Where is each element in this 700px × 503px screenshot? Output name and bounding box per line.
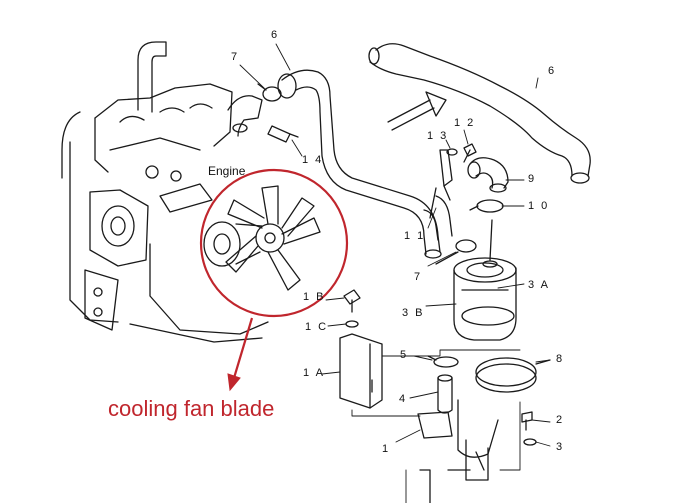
label-3B: 3 B — [402, 307, 425, 319]
leader-lines — [239, 43, 551, 447]
label-3A: 3 A — [528, 279, 550, 291]
bolt-2 — [521, 411, 533, 431]
label-14: 1 4 — [302, 154, 324, 166]
engine-label: Engine — [208, 164, 246, 178]
label-5: 5 — [400, 349, 409, 361]
elbow-pipe-9 — [467, 157, 509, 193]
label-11: 1 1 — [404, 230, 426, 242]
label-9: 9 — [528, 173, 537, 185]
bolt-12 — [463, 143, 477, 163]
fan-highlight-circle — [199, 168, 349, 318]
label-6-upper: 6 — [271, 29, 280, 41]
washer-13 — [446, 148, 458, 156]
label-1B: 1 B — [303, 291, 326, 303]
label-4: 4 — [399, 393, 408, 405]
pipe-4 — [437, 374, 453, 414]
label-7-upper: 7 — [231, 51, 240, 63]
bracket-11 — [429, 149, 453, 219]
clamp-5 — [427, 355, 459, 368]
highlight-arrowhead — [227, 373, 241, 392]
label-1A: 1 A — [303, 367, 325, 379]
label-1: 1 — [382, 443, 391, 455]
label-10: 1 0 — [528, 200, 550, 212]
washer-3 — [523, 438, 537, 446]
direction-arrow — [387, 91, 447, 131]
label-3: 3 — [556, 441, 565, 453]
radiator-hose-upper — [277, 69, 442, 259]
label-2: 2 — [556, 414, 565, 426]
label-7-lower: 7 — [414, 271, 423, 283]
bracket-cover-1A — [339, 333, 383, 409]
cooling-fan-blade-caption: cooling fan blade — [108, 396, 275, 421]
assembly-lines — [351, 349, 521, 503]
highlight-overlay — [199, 168, 349, 379]
clamp-10 — [469, 199, 504, 213]
sensor-14 — [267, 125, 299, 143]
bottom-mount-1 — [417, 399, 499, 503]
wing-nut-1B — [343, 289, 361, 313]
label-6-right: 6 — [548, 65, 557, 77]
label-8: 8 — [556, 353, 565, 365]
washer-1C — [345, 320, 359, 328]
air-cleaner — [453, 219, 517, 341]
band-8 — [475, 357, 551, 393]
label-13: 1 3 — [427, 130, 449, 142]
hose-clamp-7-upper — [257, 83, 282, 102]
label-12: 1 2 — [454, 117, 476, 129]
label-1C: 1 C — [305, 321, 329, 333]
engine-block — [61, 41, 321, 343]
highlight-arrow-line — [232, 317, 254, 379]
radiator-hose-6 — [368, 43, 591, 184]
clamp-7-lower — [435, 239, 477, 265]
